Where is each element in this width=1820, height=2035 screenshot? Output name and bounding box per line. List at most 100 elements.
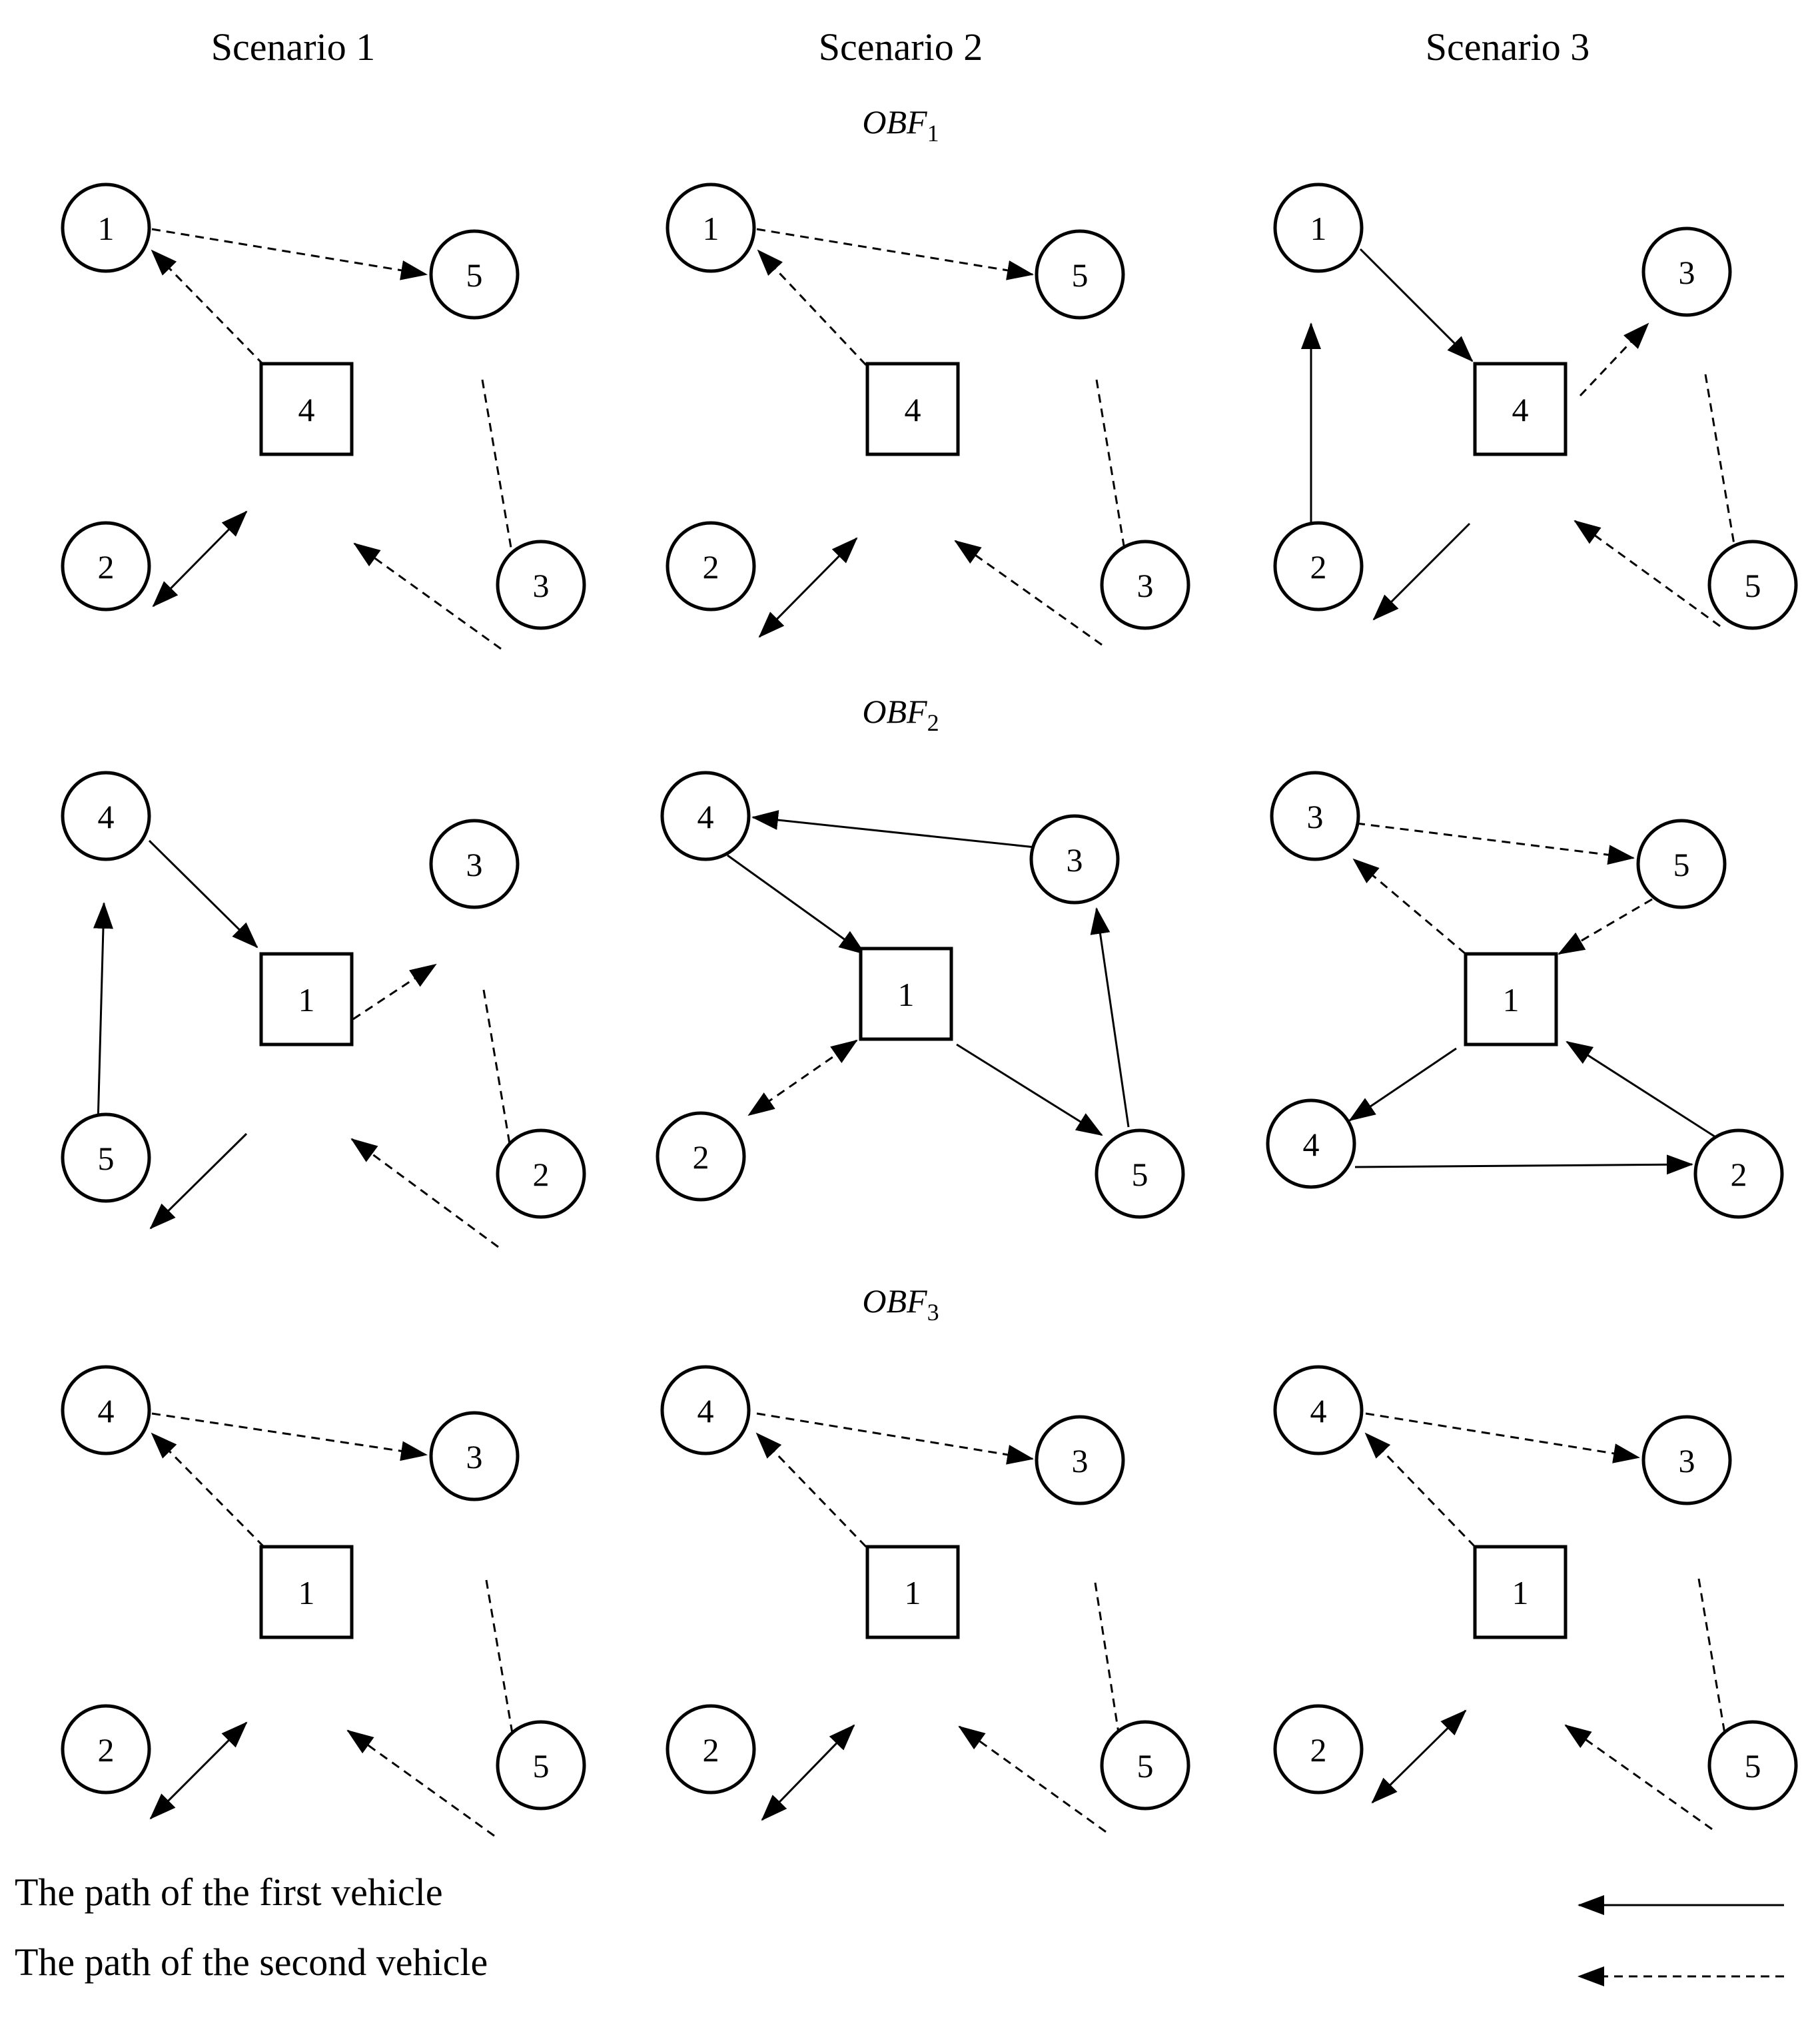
- customer-node-circle: [1270, 771, 1360, 861]
- objective-label-subscript: 3: [927, 1299, 939, 1326]
- second-vehicle-path-arrow: [350, 1138, 499, 1248]
- customer-node-circle: [660, 1365, 751, 1455]
- second-vehicle-path-arrow: [1364, 1432, 1476, 1548]
- customer-node-circle: [1100, 540, 1190, 630]
- second-vehicle-path-arrow: [1579, 322, 1649, 397]
- node-label: 4: [98, 1392, 115, 1429]
- depot-node-square: [259, 1545, 354, 1639]
- scenario-header-1: Scenario 1: [211, 25, 375, 69]
- node-label: 1: [298, 981, 315, 1018]
- depot-node-square: [1473, 1545, 1568, 1639]
- panel-edges-obf3-s1: [149, 1412, 530, 1837]
- node-label: 5: [533, 1747, 550, 1785]
- first-vehicle-path-arrow: [956, 1043, 1103, 1136]
- depot-node-square: [259, 952, 354, 1046]
- objective-label-3: OBF3: [862, 1282, 939, 1326]
- customer-node-circle: [61, 1365, 151, 1455]
- node-label: 2: [533, 1156, 550, 1193]
- panel-edges-obf1-s1: [151, 228, 526, 650]
- customer-node-circle: [1273, 183, 1364, 273]
- node-label: 4: [697, 1392, 714, 1429]
- second-vehicle-path-arrow: [353, 542, 502, 650]
- second-vehicle-path-arrow: [756, 1412, 1034, 1465]
- node-label: 1: [905, 1574, 921, 1611]
- depot-node-square: [1473, 362, 1568, 456]
- node-label: 3: [533, 567, 550, 604]
- node-label: 2: [98, 548, 115, 586]
- customer-node-circle: [1095, 1128, 1185, 1219]
- node-label: 5: [1745, 567, 1761, 604]
- first-vehicle-path-arrow: [1359, 248, 1474, 362]
- node-label: 4: [1512, 391, 1529, 428]
- depot-node-square: [259, 362, 354, 456]
- second-vehicle-path-arrow: [346, 1729, 495, 1837]
- node-label: 5: [466, 256, 483, 294]
- node-label: 1: [1310, 210, 1327, 247]
- customer-node-circle: [1693, 1128, 1784, 1219]
- second-vehicle-path-arrow: [747, 1039, 858, 1116]
- node-label: 2: [98, 1731, 115, 1769]
- second-vehicle-path-arrow: [1558, 898, 1653, 955]
- first-vehicle-path-arrow: [727, 854, 866, 955]
- depot-node-square: [1464, 952, 1558, 1046]
- second-vehicle-path-arrow: [151, 249, 265, 366]
- customer-node-circle: [61, 183, 151, 273]
- node-label: 3: [1067, 841, 1083, 879]
- legend-label-dashed: The path of the second vehicle: [15, 1940, 488, 1984]
- customer-node-circle: [1641, 226, 1732, 317]
- customer-node-circle: [496, 1720, 586, 1811]
- node-label: 4: [697, 798, 714, 835]
- second-vehicle-path-arrow: [1352, 858, 1466, 955]
- node-label: 5: [1673, 846, 1690, 883]
- node-label: 5: [98, 1140, 115, 1177]
- customer-node-circle: [1707, 540, 1798, 630]
- customer-node-circle: [666, 521, 756, 611]
- panel-edges-obf1-s2: [756, 228, 1138, 646]
- second-vehicle-path-arrow: [482, 989, 527, 1212]
- panel-edges-obf2-s2: [727, 810, 1130, 1136]
- second-vehicle-path-arrow: [151, 1432, 265, 1548]
- node-label: 4: [298, 391, 315, 428]
- panel-edges-obf2-s1: [93, 839, 527, 1248]
- second-vehicle-path-arrow: [151, 228, 428, 280]
- node-label: 4: [1310, 1392, 1327, 1429]
- customer-node-circle: [496, 540, 586, 630]
- customer-node-circle: [666, 1704, 756, 1795]
- node-label: 4: [905, 391, 921, 428]
- first-vehicle-path-arrow: [148, 839, 258, 949]
- customer-node-circle: [429, 1411, 520, 1501]
- first-vehicle-path-arrow: [1090, 907, 1130, 1128]
- objective-label-base: OBF: [862, 693, 927, 730]
- depot-node-square: [859, 947, 953, 1041]
- node-label: 2: [703, 548, 719, 586]
- objective-label-subscript: 1: [927, 120, 939, 147]
- customer-node-circle: [61, 1112, 151, 1203]
- node-label: 5: [1137, 1747, 1154, 1785]
- node-label: 1: [898, 976, 915, 1013]
- second-vehicle-path-arrow: [1564, 1724, 1713, 1831]
- node-label: 3: [1307, 798, 1324, 835]
- first-vehicle-path-arrow: [149, 1132, 248, 1230]
- node-label: 1: [298, 1574, 315, 1611]
- customer-node-circle: [1035, 229, 1125, 320]
- objective-label-base: OBF: [862, 1282, 927, 1320]
- edge-layer: [93, 228, 1784, 1986]
- second-vehicle-path-arrow: [1574, 520, 1721, 627]
- second-vehicle-path-arrow: [756, 228, 1034, 280]
- customer-node-circle: [61, 1704, 151, 1795]
- second-vehicle-path-arrow: [1356, 822, 1635, 865]
- scenario-header-3: Scenario 3: [1426, 25, 1590, 69]
- customer-node-circle: [656, 1111, 746, 1202]
- legend-label-solid: The path of the first vehicle: [15, 1870, 443, 1914]
- second-vehicle-path-arrow: [352, 963, 437, 1020]
- first-vehicle-path-arrow: [1372, 522, 1471, 621]
